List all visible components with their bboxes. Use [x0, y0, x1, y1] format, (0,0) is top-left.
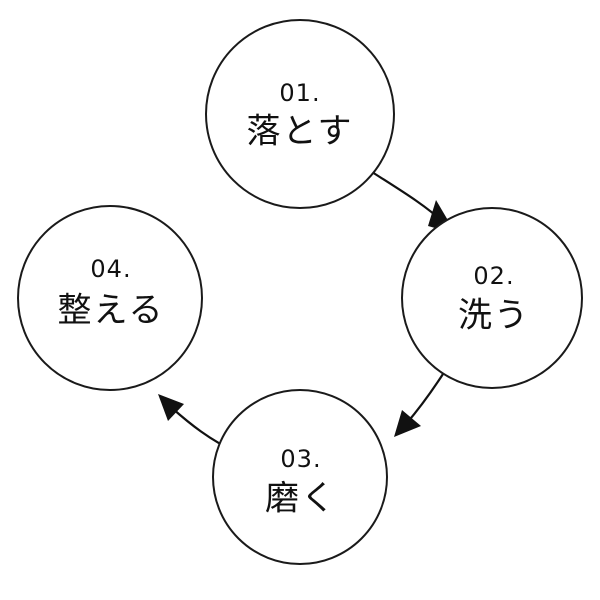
node-04-label: 整える — [58, 291, 165, 331]
node-04-circle[interactable] — [17, 205, 203, 391]
node-01-circle[interactable] — [205, 19, 395, 209]
node-03-number: 03. — [280, 445, 321, 473]
node-03[interactable]: 03. 磨く — [212, 389, 388, 565]
node-01-number: 01. — [279, 79, 320, 107]
node-02-number: 02. — [473, 262, 514, 290]
arrow-02-to-03-line — [404, 372, 445, 426]
node-04-number: 04. — [90, 255, 131, 283]
node-02[interactable]: 02. 洗う — [401, 207, 583, 389]
arrow-02-to-03 — [394, 372, 445, 437]
node-02-circle[interactable] — [401, 207, 583, 389]
node-04[interactable]: 04. 整える — [17, 205, 203, 391]
node-01-label: 落とす — [247, 112, 354, 152]
node-01[interactable]: 01. 落とす — [205, 19, 395, 209]
arrow-02-to-03-head — [394, 410, 421, 437]
node-02-label: 洗う — [458, 296, 530, 336]
arrow-03-to-04-head — [158, 394, 184, 421]
node-03-label: 磨く — [265, 479, 337, 519]
node-03-circle[interactable] — [212, 389, 388, 565]
